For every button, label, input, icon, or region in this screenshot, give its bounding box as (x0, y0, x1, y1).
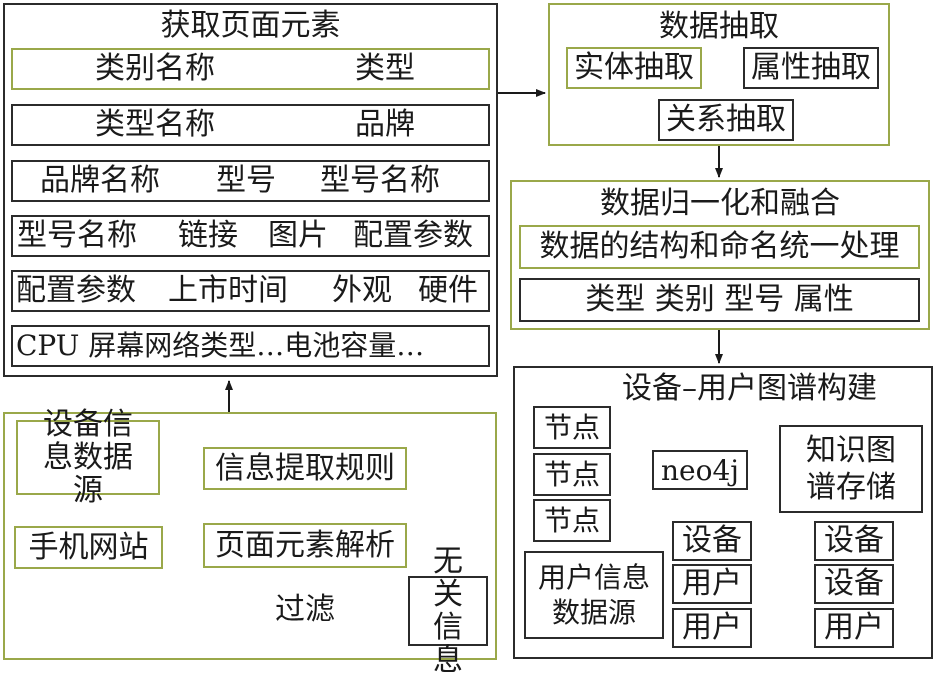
relation-extraction-box: 关系抽取 (658, 99, 794, 141)
panel-normalize-title: 数据归一化和融合 (600, 186, 840, 222)
row1-cell-2: 类型 (355, 51, 415, 86)
row5-cell-2: 上市时间 (168, 273, 288, 308)
row3-cell-2: 型号 (216, 163, 276, 198)
device-info-source-box: 设备信息数据源 (16, 408, 160, 507)
row1-cell-1: 类别名称 (95, 51, 215, 86)
row3-cell-3: 型号名称 (320, 163, 440, 198)
row4-cell-2: 链接 (178, 218, 238, 253)
row4-cell-3: 图片 (268, 218, 328, 253)
element-row-1 (11, 48, 490, 90)
row5-cell-4: 硬件 (418, 273, 478, 308)
user-info-source-box: 用户信息数据源 (524, 551, 664, 639)
row2-cell-2: 品牌 (355, 107, 415, 142)
graph-node-1: 节点 (533, 406, 611, 449)
relation-left-2: 用户 (672, 564, 752, 604)
graph-node-3: 节点 (533, 499, 611, 542)
element-row-3 (11, 160, 490, 202)
element-row-2 (11, 104, 490, 146)
row4-cell-1: 型号名称 (17, 218, 137, 253)
filter-label: 过滤 (275, 592, 335, 627)
relation-right-2: 设备 (814, 564, 894, 604)
row5-cell-3: 外观 (332, 273, 392, 308)
entity-extraction-box: 实体抽取 (566, 47, 702, 89)
panel-graph-title: 设备–用户图谱构建 (622, 371, 877, 406)
graph-node-2: 节点 (533, 453, 611, 496)
unified-processing-box: 数据的结构和命名统一处理 (519, 225, 920, 269)
relation-left-1: 设备 (672, 521, 752, 561)
info-extraction-rules-box: 信息提取规则 (203, 447, 407, 490)
relation-right-3: 用户 (814, 608, 894, 648)
panel-get-title: 获取页面元素 (160, 8, 341, 44)
page-element-parse-box: 页面元素解析 (203, 523, 407, 568)
relation-right-1: 设备 (814, 521, 894, 561)
element-row-5 (11, 270, 490, 312)
neo4j-box: neo4j (652, 450, 748, 490)
row3-cell-1: 品牌名称 (40, 163, 160, 198)
element-row-4 (11, 215, 490, 257)
relation-left-3: 用户 (672, 608, 752, 648)
phone-website-box: 手机网站 (14, 526, 163, 569)
row6-cell-1: CPU 屏幕网络类型…电池容量… (16, 329, 425, 362)
knowledge-graph-storage-box: 知识图谱存储 (779, 425, 923, 513)
irrelevant-info-box: 无关信息 (408, 545, 488, 677)
row4-cell-4: 配置参数 (353, 218, 473, 253)
panel-extract-title: 数据抽取 (659, 9, 779, 45)
element-row-6 (11, 325, 490, 367)
row5-cell-1: 配置参数 (16, 273, 136, 308)
attribute-extraction-box: 属性抽取 (743, 47, 879, 89)
row2-cell-1: 类型名称 (95, 107, 215, 142)
normalized-items-box: 类型 类别 型号 属性 (519, 278, 920, 322)
